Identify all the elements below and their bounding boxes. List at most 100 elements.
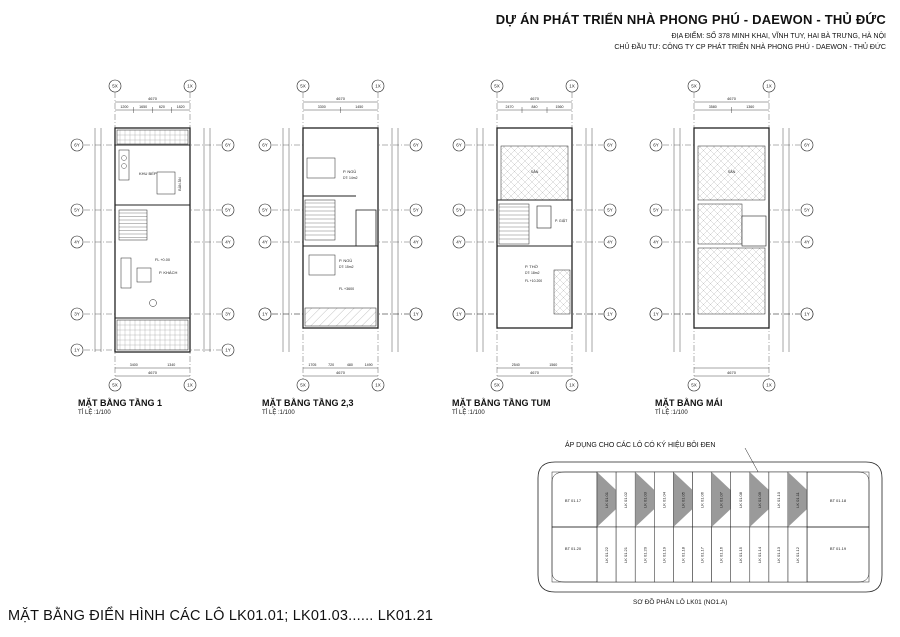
staircase (304, 199, 336, 241)
dimension-text: 4670 (727, 370, 737, 375)
axis-bubble-left (258, 138, 272, 152)
site-lot-label: LK 01.12 (795, 546, 800, 563)
axis-bubble-top (183, 79, 197, 93)
axis-bubble-top (371, 79, 385, 93)
axis-bubble-left-text: 4Y (456, 240, 462, 245)
axis-bubble-right (221, 307, 235, 321)
site-lot-label: LK 01.21 (623, 546, 628, 563)
axis-bubble-left (258, 307, 272, 321)
site-lot-label: LK 01.03 (642, 491, 647, 508)
axis-bubble-left (70, 138, 84, 152)
axis-bubble-right (409, 138, 423, 152)
axis-bubble-bottom (490, 378, 504, 392)
axis-bubble-bottom-text: 1X (569, 383, 575, 388)
axis-bubble-left (70, 235, 84, 249)
axis-bubble-top (762, 79, 776, 93)
roof-slab (697, 203, 743, 245)
room-label-altar: P. THỜ (525, 264, 539, 269)
floor-level: FL +0.00 (155, 258, 170, 262)
site-plan-caption: SƠ ĐỒ PHÂN LÔ LK01 (NO1.A) (633, 599, 728, 606)
site-lot-label: LK 01.22 (604, 546, 609, 563)
site-villa-lot (551, 526, 598, 583)
axis-bubble-top-text: 5X (691, 84, 697, 89)
site-lot-marked (673, 472, 693, 527)
site-lot-label: LK 01.02 (623, 491, 628, 508)
axis-bubble-right-text: 4Y (225, 240, 231, 245)
axis-bubble-right (800, 203, 814, 217)
plan-scale-roof: TỈ LỆ :1/100 (655, 410, 688, 416)
side-terrace (553, 269, 571, 315)
axis-bubble-right-text: 5Y (804, 208, 810, 213)
site-lot-marked (635, 472, 655, 527)
wc-room (355, 209, 377, 247)
room-area: DT: 14m2 (343, 176, 358, 180)
roof-slab (697, 247, 766, 315)
stove-icon (121, 155, 127, 161)
axis-bubble-right-text: 5Y (413, 208, 419, 213)
site-villa-label: BT 01.20 (565, 546, 582, 551)
axis-bubble-right-text: 6Y (607, 143, 613, 148)
axis-bubble-left-text: 5Y (74, 208, 80, 213)
axis-bubble-bottom (183, 378, 197, 392)
axis-bubble-top-text: 5X (112, 84, 118, 89)
axis-bubble-right (221, 138, 235, 152)
axis-bubble-right-text: 1Y (413, 312, 419, 317)
axis-bubble-left (452, 307, 466, 321)
axis-bubble-right-text: 5Y (225, 208, 231, 213)
axis-bubble-bottom-text: 1X (766, 383, 772, 388)
axis-bubble-top (490, 79, 504, 93)
axis-bubble-right (603, 203, 617, 217)
staircase (118, 209, 148, 241)
axis-bubble-right (800, 235, 814, 249)
dimension-text: 1450 (355, 105, 363, 109)
front-yard (116, 129, 189, 145)
axis-bubble-top-text: 5X (300, 84, 306, 89)
bed (306, 157, 336, 179)
site-villa-label: BT 01.18 (830, 498, 847, 503)
axis-bubble-right (409, 203, 423, 217)
site-lot-label: LK 01.06 (700, 491, 705, 508)
floor-level: FL +3600 (339, 287, 354, 291)
axis-bubble-top-text: 1X (569, 84, 575, 89)
dimension-text: 1340 (167, 363, 175, 367)
entry-marker (149, 299, 157, 307)
dimension-text: 720 (328, 363, 334, 367)
axis-bubble-left (70, 343, 84, 357)
dimension-text: 1820 (177, 105, 185, 109)
drawing-title: MẶT BẰNG ĐIỂN HÌNH CÁC LÔ LK01.01; LK01.… (8, 608, 434, 624)
axis-bubble-left (649, 203, 663, 217)
plan-tum-floor: 5X5X1X1X6Y6Y5Y5Y4Y4Y3Y3Y1Y1Y467024708401… (452, 79, 617, 392)
axis-bubble-left-text: 1Y (74, 348, 80, 353)
site-lot-label: LK 01.13 (776, 546, 781, 563)
site-lot-label: LK 01.09 (757, 491, 762, 508)
stove-icon (121, 163, 127, 169)
site-lot-marked (749, 472, 769, 527)
axis-bubble-right (800, 138, 814, 152)
axis-bubble-top-text: 1X (766, 84, 772, 89)
axis-bubble-right-text: 4Y (804, 240, 810, 245)
dimension-text: 1490 (365, 363, 373, 367)
dimension-text: 1705 (308, 363, 316, 367)
axis-bubble-left-text: 5Y (653, 208, 659, 213)
axis-bubble-right-text: 3Y (225, 312, 231, 317)
axis-bubble-bottom-text: 5X (494, 383, 500, 388)
axis-bubble-right-text: 6Y (804, 143, 810, 148)
site-lot-label: LK 01.17 (700, 546, 705, 563)
axis-bubble-left-text: 1Y (262, 312, 268, 317)
site-lot-label: LK 01.04 (661, 491, 666, 508)
axis-bubble-right-text: 5Y (607, 208, 613, 213)
site-villa-lot (806, 526, 870, 583)
axis-bubble-left (258, 235, 272, 249)
project-investor: CHỦ ĐẦU TƯ: CÔNG TY CP PHÁT TRIỂN NHÀ PH… (614, 44, 886, 51)
site-villa-label: BT 01.19 (830, 546, 847, 551)
axis-bubble-left-text: 1Y (653, 312, 659, 317)
axis-bubble-bottom (687, 378, 701, 392)
plan-roof: 5X5X1X1X6Y6Y5Y5Y4Y4Y3Y3Y1Y1Y467035801360… (649, 79, 814, 392)
axis-bubble-left (649, 138, 663, 152)
axis-bubble-left (649, 307, 663, 321)
front-porch (116, 319, 189, 351)
plan-scale-floor-2-3: TỈ LỆ :1/100 (262, 410, 295, 416)
dimension-text: 1360 (746, 105, 754, 109)
